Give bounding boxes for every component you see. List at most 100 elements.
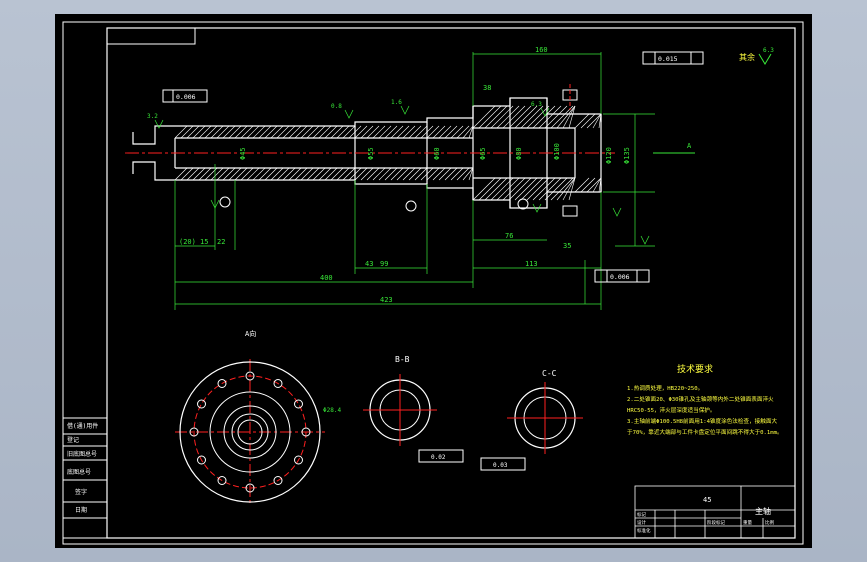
hatch-line (532, 177, 556, 201)
ra-2: 3.2 (147, 113, 158, 120)
hatch-line (490, 105, 514, 129)
bolt-hole (301, 427, 311, 437)
hatch-line (550, 177, 574, 201)
hatch-line (598, 113, 602, 129)
tb-row-10: 比例 (765, 519, 774, 526)
dim-400: 400 (320, 274, 333, 282)
tech-line-0: 1.热调质处理，HB220~250。 (627, 384, 703, 392)
hatch-line (252, 167, 266, 181)
ra-3: 6.3 (531, 101, 542, 108)
roughness-other-value: 6.3 (763, 47, 774, 54)
hatch-line (384, 167, 398, 181)
roughness-other: 其余 6.3 (739, 47, 774, 65)
tol-radial-text: 0.015 (658, 55, 678, 63)
hatch-line (348, 167, 362, 181)
hatch-line (514, 177, 538, 201)
hatch-line (180, 167, 194, 181)
hatch-line (186, 125, 200, 139)
tech-line-2: HRC50-55，淬火层深度适当保护。 (627, 406, 715, 414)
dia-label-4: Φ80 (515, 147, 523, 160)
hatch-line (204, 125, 218, 139)
tol-sym-b: 0.02 (431, 454, 446, 461)
dim-15: 15 (200, 238, 208, 246)
title-material: 45 (703, 496, 711, 504)
bolt-hole (273, 475, 283, 485)
hatch-line (438, 125, 452, 139)
hatch-line (240, 125, 254, 139)
hatch-line (288, 167, 302, 181)
hatch-line (396, 125, 410, 139)
dia-label-3: Φ65 (479, 147, 487, 160)
tol-left-text: 0.006 (176, 93, 196, 101)
hatch-line (336, 125, 350, 139)
dia-label-1: Φ55 (367, 147, 375, 160)
cad-viewport[interactable]: 借(通)用件 登记 旧底图总号 底图总号 签字 日期 (55, 14, 812, 548)
hatch-line (544, 105, 568, 129)
hatch-line (228, 125, 242, 139)
hatch-line (198, 125, 212, 139)
hatch-line (390, 125, 404, 139)
hatch-line (472, 105, 496, 129)
top-left-box (106, 27, 196, 45)
hatch-line (210, 125, 224, 139)
view-a: A向 Φ28.4 (175, 329, 341, 506)
hatch-line (252, 125, 266, 139)
dim-38: 38 (483, 84, 491, 92)
tech-heading: 技术要求 (677, 363, 713, 375)
hatch-line (426, 125, 440, 139)
hatch-line (502, 177, 526, 201)
hatch-line (468, 125, 474, 139)
hatch-line (526, 177, 550, 201)
hatch-line (246, 125, 260, 139)
left-label-2: 旧底图总号 (67, 450, 97, 458)
hatch-line (580, 177, 596, 193)
hatch-line (402, 125, 416, 139)
left-strip-labels: 借(通)用件 登记 旧底图总号 底图总号 签字 日期 (67, 422, 98, 514)
hatch-line (372, 125, 386, 139)
title-name: 主轴 (755, 506, 771, 516)
hatch-line (270, 167, 284, 181)
hatch-line (432, 125, 446, 139)
dim-20: (20) (179, 238, 196, 246)
hatch-line (402, 167, 416, 181)
section-cc: C-C 0.03 (480, 369, 583, 471)
dia-label-2: Φ60 (433, 147, 441, 160)
tol-sym-c: 0.03 (493, 462, 508, 469)
bolt-hole-pattern (189, 371, 311, 493)
hatch-line (478, 105, 502, 129)
hatch-line (180, 125, 194, 139)
hatch-line (360, 167, 374, 181)
hatch-line (276, 125, 290, 139)
hatch-line (568, 105, 576, 129)
roughness-symbols (154, 105, 650, 245)
hatch-line (544, 177, 568, 201)
dia-label-7: Φ135 (623, 147, 631, 164)
hatch-line (414, 125, 428, 139)
hatch-line (318, 125, 332, 139)
roughness-values: 0.8 1.6 3.2 6.3 (147, 99, 542, 120)
hatch-line (174, 167, 188, 181)
dimension-texts: 423 400 99 113 160 76 43 38 35 22 15 (20… (179, 46, 631, 304)
hatch-line (390, 167, 404, 181)
hatch-line (420, 125, 434, 139)
hatch-line (456, 125, 470, 139)
bolt-hole (197, 455, 207, 465)
view-a-dia: Φ28.4 (323, 407, 341, 414)
hatch-line (468, 167, 474, 181)
title-block (634, 485, 796, 539)
hatch-line (592, 113, 602, 129)
dim-35: 35 (563, 242, 571, 250)
flange-keyways (562, 84, 578, 217)
technical-requirements: 技术要求 1.热调质处理，HB220~250。 2.二处锥面20、Φ30锥孔及主… (627, 363, 783, 436)
dim-76: 76 (505, 232, 513, 240)
hatch-line (366, 167, 380, 181)
dimension-lines (174, 52, 655, 310)
hatch-line (282, 125, 296, 139)
hatch-line (216, 167, 230, 181)
hatch-line (264, 167, 278, 181)
hatch-line (324, 167, 338, 181)
hatch-line (294, 125, 308, 139)
hatch-line (246, 167, 260, 181)
hatch-line (556, 105, 576, 129)
hatch-line (490, 177, 514, 201)
